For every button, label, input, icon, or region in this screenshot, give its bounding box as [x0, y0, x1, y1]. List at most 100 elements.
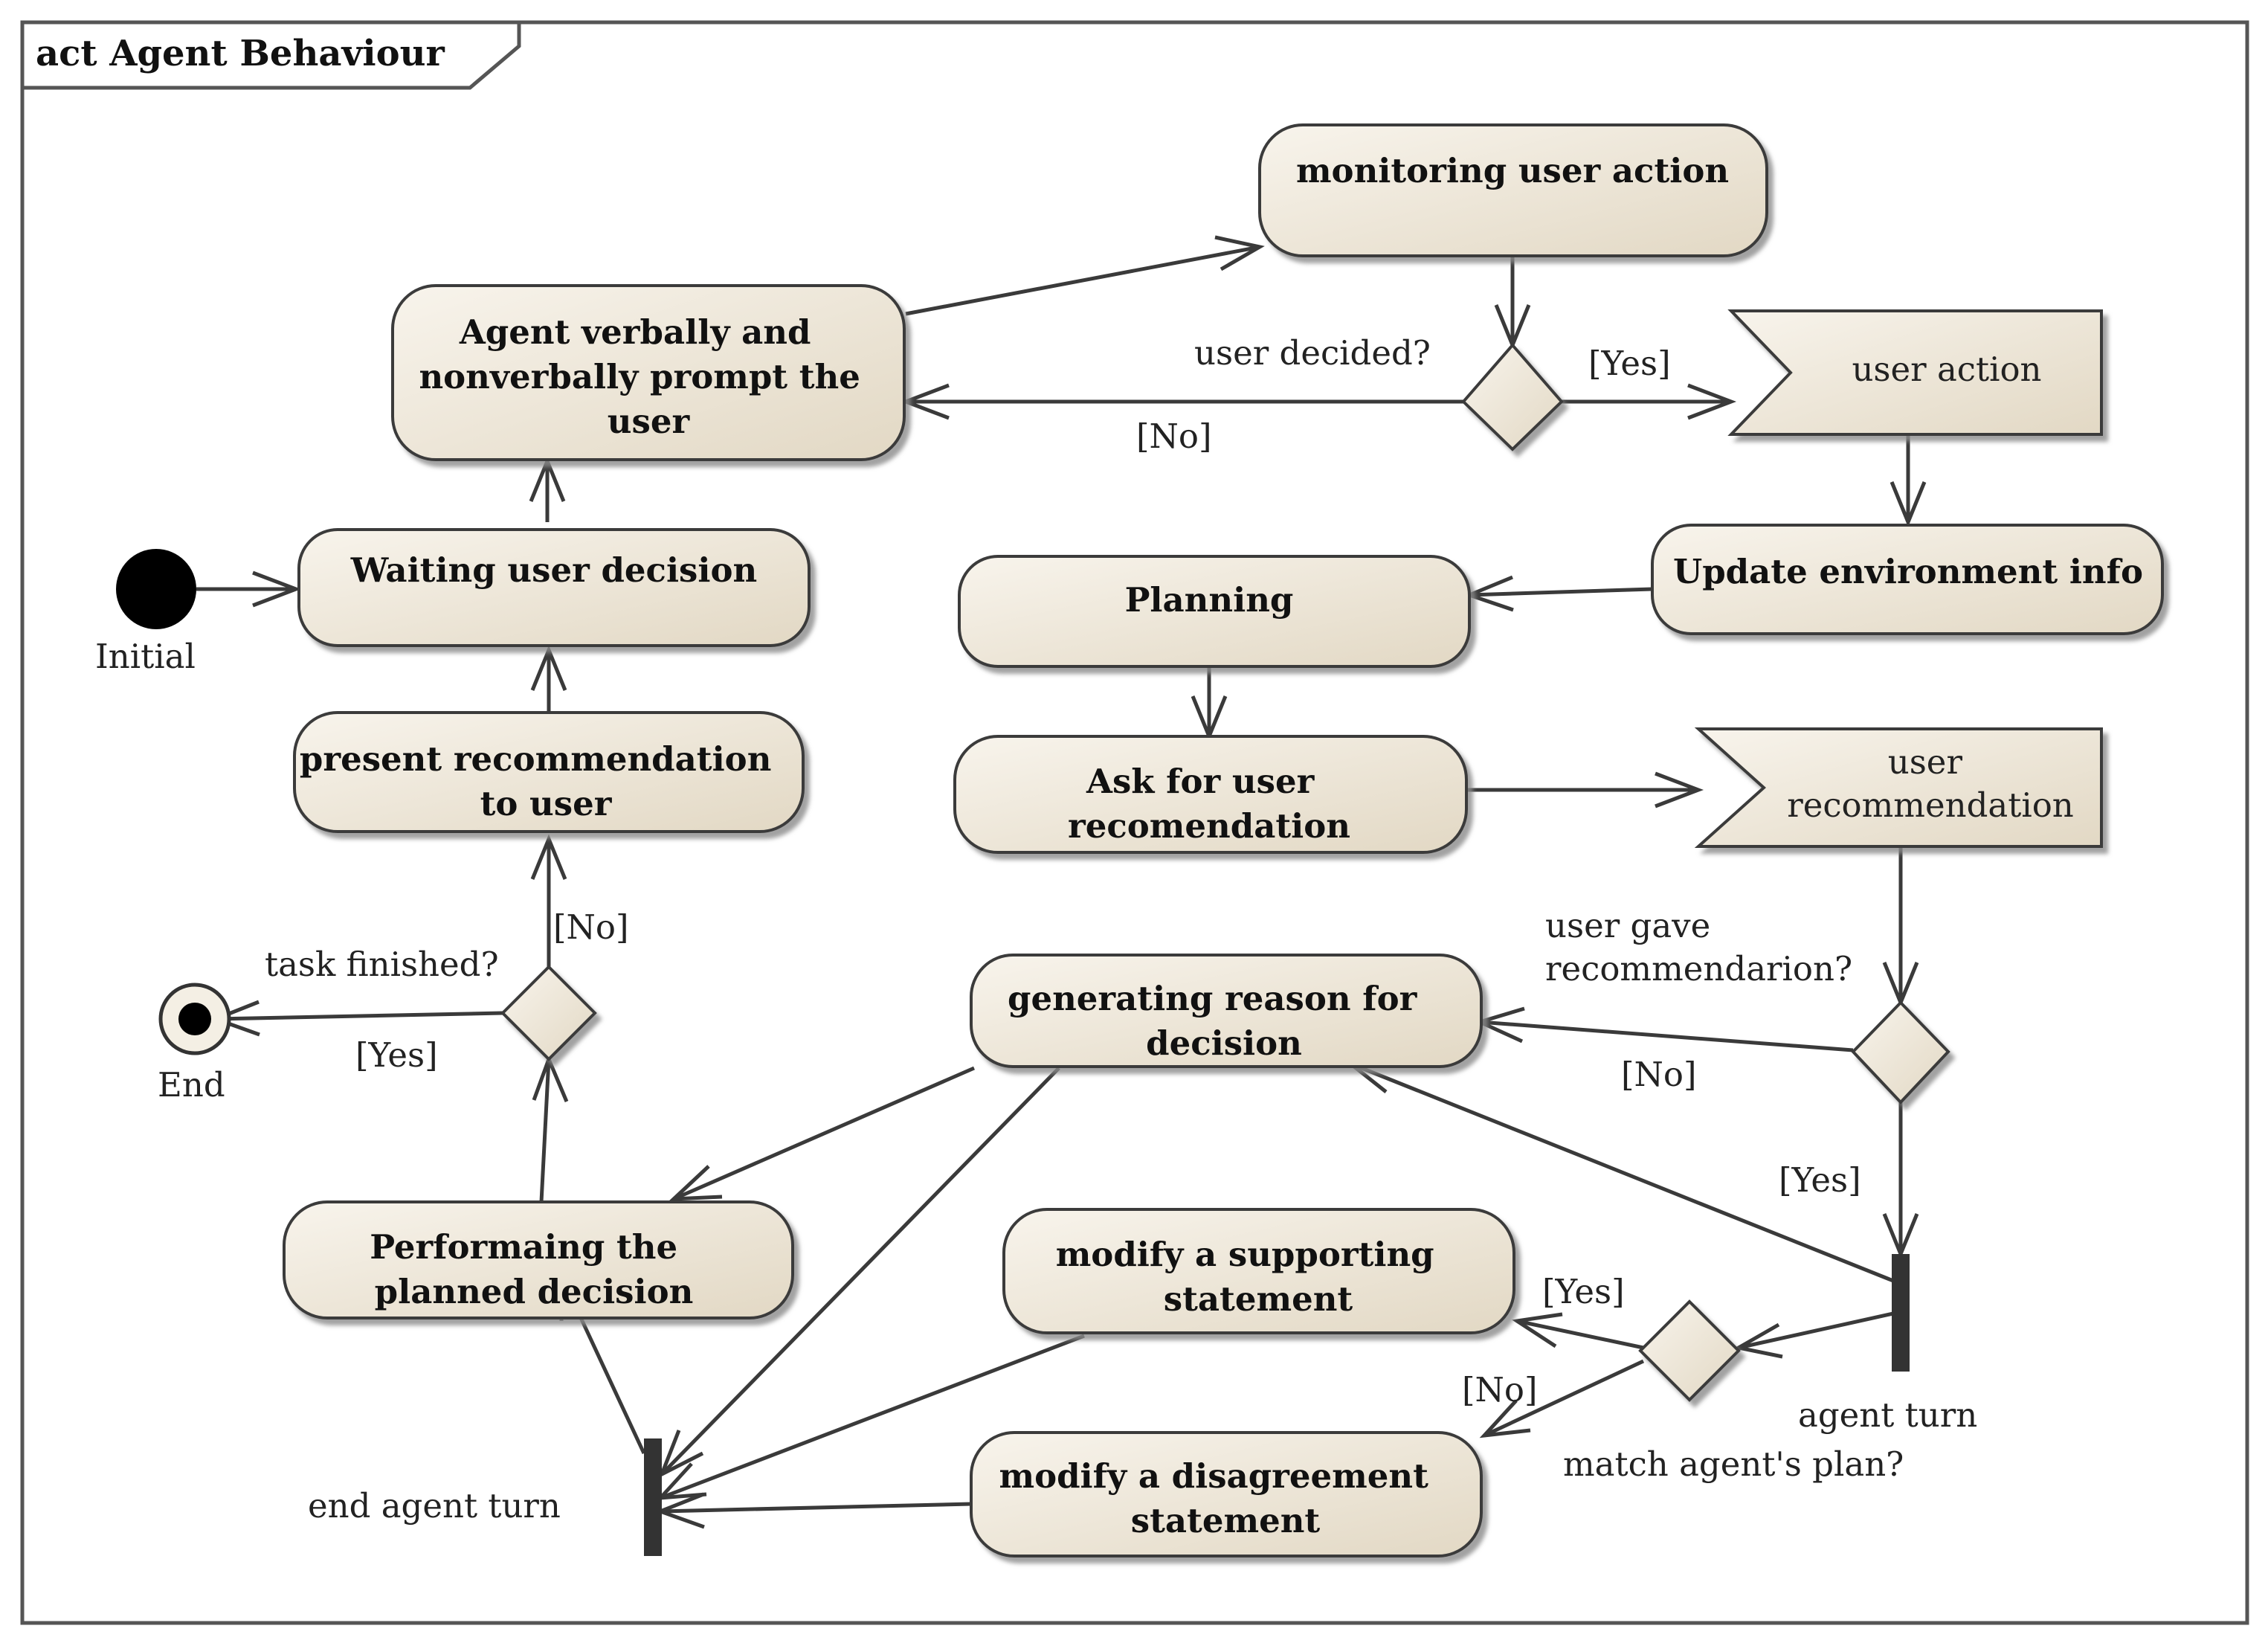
action-modify-supporting-statement: modify a supporting statement: [1002, 1208, 1515, 1334]
guard-yes-task-finished: [Yes]: [355, 1035, 438, 1075]
svg-text:Agent verbally and nonve: Agent verbally and nonverbally prompt th…: [419, 312, 872, 441]
edge-prompt-monitoring: [905, 245, 1260, 316]
arrowhead: [1733, 1322, 1783, 1359]
edge-fork-match: [1738, 1311, 1894, 1350]
svg-text:present recommendation t: present recommendation to user: [300, 739, 783, 823]
edge-disagreement-join: [660, 1502, 972, 1514]
arrowhead: [1512, 1312, 1563, 1348]
edge-task-yes-end: [215, 1011, 503, 1021]
action-label-line: decision: [1146, 1023, 1302, 1063]
guard-yes-user-gave: [Yes]: [1779, 1160, 1861, 1200]
action-label-line: Update environment info: [1673, 552, 2143, 591]
arrowhead: [530, 834, 567, 880]
guard-yes-match-plan: [Yes]: [1542, 1272, 1625, 1311]
arrowhead: [252, 570, 302, 608]
action-label-line: to user: [480, 784, 613, 823]
action-label-line: modify a disagreement: [999, 1456, 1428, 1496]
decision-label-user-gave: user gave recommendarion?: [1545, 906, 1852, 988]
action-label-line: present recommendation: [300, 739, 772, 779]
fork-bar-agent-turn: [1892, 1254, 1910, 1372]
svg-text:Planning: Planning: [1125, 580, 1294, 620]
signal-label-line: user: [1888, 742, 1963, 782]
action-label-line: Ask for user: [1086, 762, 1315, 801]
edge-performing-task: [539, 1058, 551, 1203]
action-label-line: generating reason for: [1008, 979, 1418, 1018]
action-label-line: Planning: [1125, 580, 1294, 620]
action-modify-disagreement-statement: modify a disagreement statement: [970, 1431, 1483, 1557]
action-ask-user-recommendation: Ask for user recomendation: [953, 735, 1468, 854]
svg-text:Performaing the planned: Performaing the planned decision: [370, 1227, 693, 1311]
decision-label-line: recommendarion?: [1545, 949, 1852, 988]
action-generating-reason: generating reason for decision: [970, 954, 1483, 1068]
action-agent-prompt-user: Agent verbally and nonverbally prompt th…: [391, 284, 906, 461]
action-label-line: Agent verbally and: [459, 312, 811, 352]
action-label-line: Waiting user decision: [350, 550, 757, 590]
signal-label-line: user action: [1852, 350, 2041, 389]
svg-text:modify a disagreement st: modify a disagreement statement: [999, 1456, 1440, 1540]
decision-label-line: user gave: [1545, 906, 1710, 945]
svg-text:Ask for user recomendati: Ask for user recomendation: [1068, 762, 1350, 846]
guard-no-match-plan: [No]: [1462, 1370, 1538, 1409]
decision-label-task-finished: task finished?: [265, 945, 499, 984]
action-monitoring-user-action: monitoring user action: [1258, 123, 1768, 257]
arrowhead: [530, 645, 567, 691]
svg-text:modify a supporting stat: modify a supporting statement: [1056, 1235, 1446, 1319]
svg-text:Update environment info: Update environment info: [1673, 552, 2143, 591]
guard-no-user-decided: [No]: [1136, 417, 1212, 456]
action-label-line: monitoring user action: [1296, 151, 1729, 190]
edge-fork-generating: [1350, 1061, 1894, 1283]
edge-generating-performing: [673, 1066, 975, 1201]
edge-gave-no-generating: [1479, 1020, 1854, 1052]
arrowhead: [1655, 771, 1704, 808]
action-label-line: statement: [1131, 1501, 1321, 1540]
guard-no-task-finished: [No]: [553, 907, 629, 947]
arrowhead: [1890, 481, 1927, 527]
signal-label-line: recommendation: [1787, 785, 2074, 825]
arrowhead: [669, 1165, 723, 1201]
svg-text:user recommendation: user recommendation: [1787, 742, 2074, 825]
end-agent-turn-label: end agent turn: [308, 1486, 561, 1526]
signal-user-action: user action: [1727, 309, 2103, 436]
signal-user-recommendation: user recommendation: [1694, 727, 2103, 848]
edge-match-yes-supporting: [1516, 1319, 1644, 1350]
frame-title: act Agent Behaviour: [36, 33, 445, 74]
agent-turn-label: agent turn: [1798, 1395, 1977, 1435]
decision-task-finished: [500, 965, 597, 1061]
decision-label-user-decided: user decided?: [1194, 333, 1431, 373]
frame-title-tab: [20, 20, 521, 90]
action-label-line: modify a supporting: [1056, 1235, 1434, 1274]
arrowhead: [1214, 235, 1265, 271]
action-label-line: statement: [1164, 1279, 1353, 1319]
action-performing-planned-decision: Performaing the planned decision: [283, 1200, 794, 1319]
action-label-line: Performaing the: [370, 1227, 677, 1267]
action-planning: Planning: [958, 555, 1471, 668]
edge-generating-join: [660, 1067, 1060, 1476]
initial-node: [116, 549, 196, 629]
join-bar-end-agent-turn: [644, 1438, 662, 1556]
action-waiting-user-decision: Waiting user decision: [297, 528, 811, 647]
action-label-line: nonverbally prompt the: [419, 357, 860, 396]
arrowhead: [1687, 383, 1737, 420]
edges: [196, 235, 1927, 1529]
guard-no-user-gave: [No]: [1621, 1055, 1697, 1094]
arrowhead: [1479, 1399, 1531, 1438]
edge-supporting-join: [660, 1334, 1085, 1500]
action-label-line: user: [608, 402, 691, 441]
action-label-line: planned decision: [375, 1272, 694, 1311]
svg-text:generating reason for de: generating reason for decision: [1008, 979, 1428, 1063]
svg-text:monitoring user action: monitoring user action: [1296, 151, 1729, 190]
svg-text:user action: user action: [1852, 350, 2041, 389]
guard-yes-user-decided: [Yes]: [1588, 344, 1671, 383]
end-label: End: [158, 1065, 225, 1105]
action-label-line: recomendation: [1068, 806, 1350, 846]
decision-label-match-plan: match agent's plan?: [1563, 1444, 1904, 1484]
action-present-recommendation: present recommendation to user: [293, 711, 805, 833]
svg-text:Waiting user decision: Waiting user decision: [350, 550, 757, 590]
decision-user-decided: [1461, 342, 1564, 451]
final-node: [158, 983, 231, 1055]
decision-user-gave-recommendation: [1851, 1000, 1950, 1105]
edge-match-no-disagreement: [1483, 1359, 1645, 1438]
edge-update-planning: [1469, 587, 1653, 597]
decision-match-agent-plan: [1638, 1299, 1741, 1402]
